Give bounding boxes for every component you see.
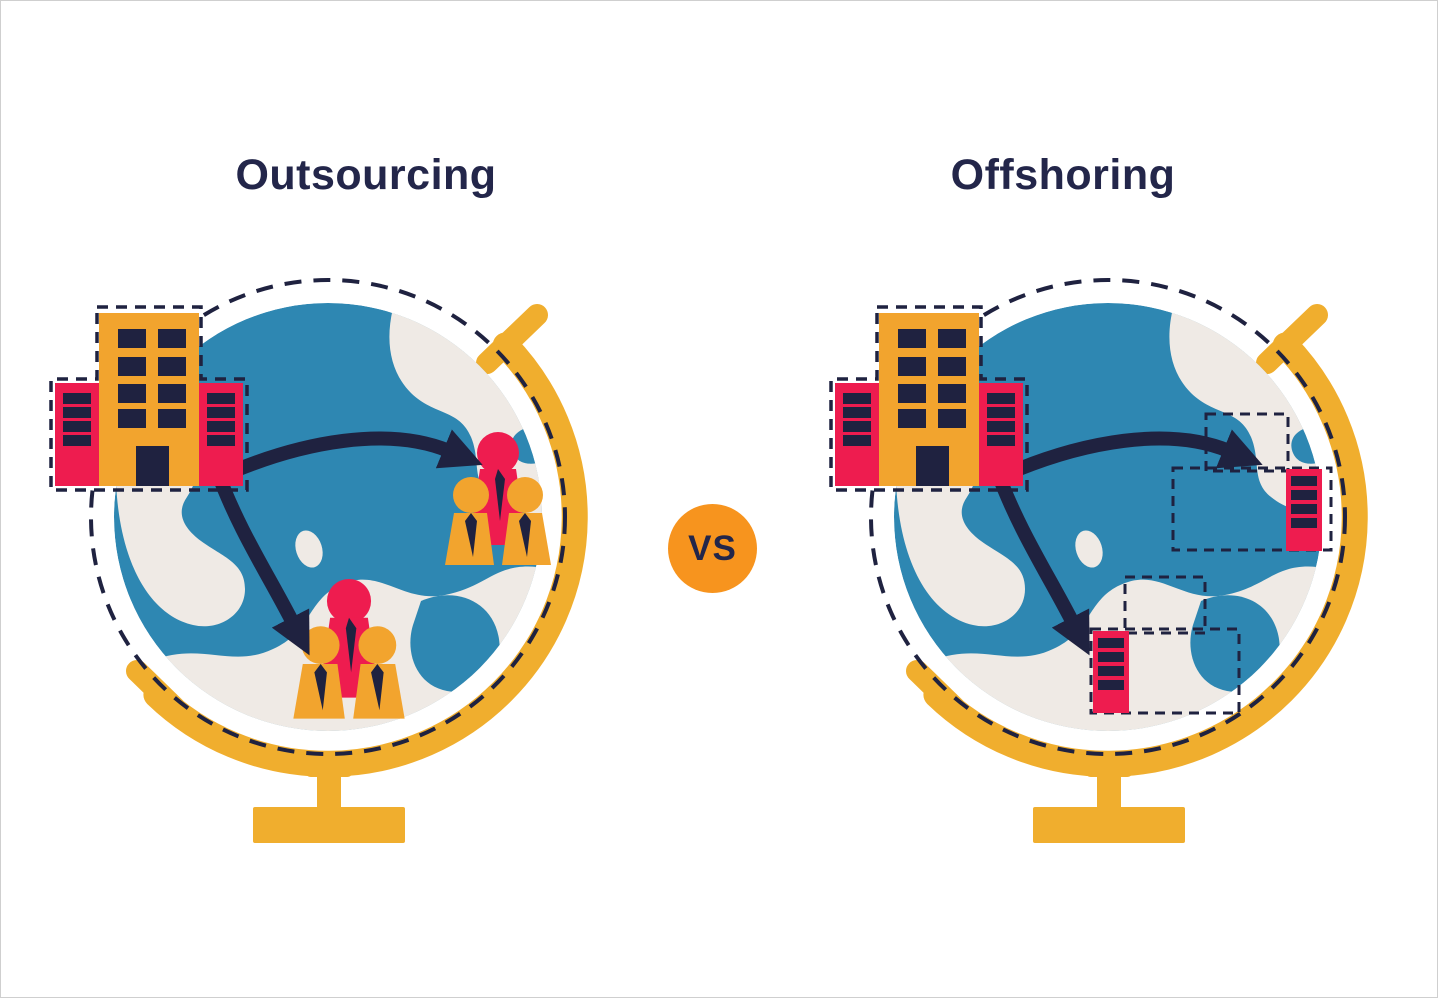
vs-badge: VS [668, 504, 757, 593]
offshore-region-outline [1123, 575, 1207, 635]
offshoring-illustration [829, 280, 1355, 843]
branch-office-icon [1093, 631, 1129, 713]
left-panel-title: Outsourcing [235, 151, 497, 199]
vs-label: VS [688, 528, 737, 568]
right-panel-title: Offshoring [950, 151, 1176, 199]
outsourcing-illustration [49, 280, 575, 843]
branch-office-icon [1286, 469, 1322, 551]
offshore-region-outline [1089, 627, 1241, 715]
offshore-region-outline [1204, 412, 1290, 473]
